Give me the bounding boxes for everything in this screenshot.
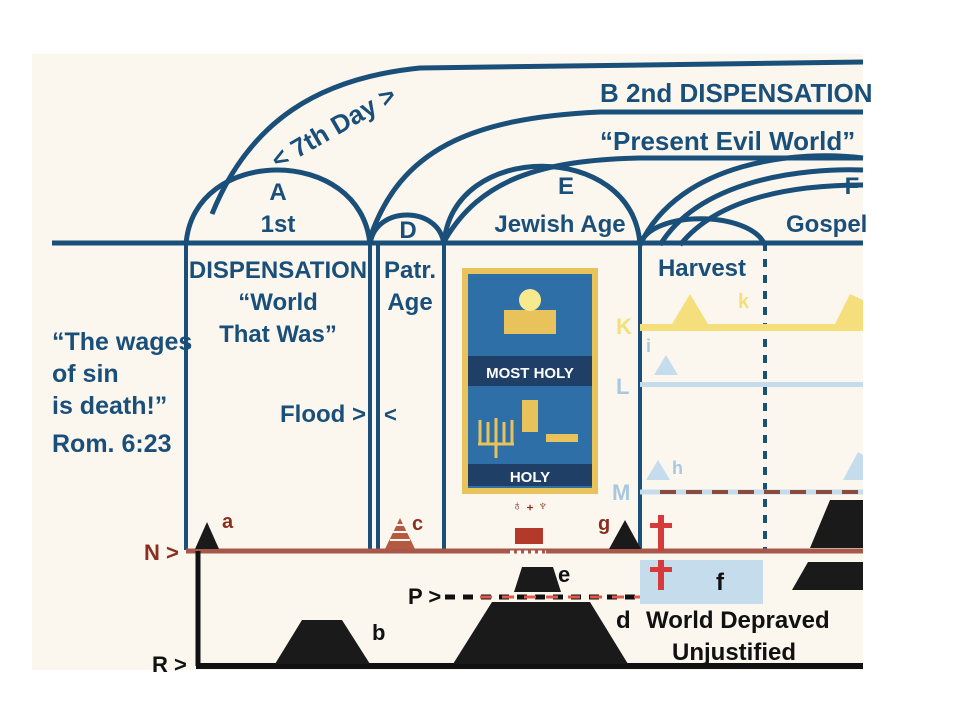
world-depraved-line1: World Depraved <box>646 607 830 634</box>
arch-patriarchal <box>367 212 447 246</box>
light-pyramid-i <box>654 355 678 375</box>
patriarchal-line1: Patr. <box>384 257 436 284</box>
quote-reference: Rom. 6:23 <box>52 430 171 458</box>
second-dispensation-title: B 2nd DISPENSATION <box>600 78 873 108</box>
age-a-name: 1st <box>261 211 296 238</box>
menorah <box>478 418 514 458</box>
marker-b: b <box>372 620 385 645</box>
ark-of-covenant <box>504 310 556 334</box>
pyramid-c <box>385 518 415 549</box>
plane-m-label: M <box>612 480 630 505</box>
light-pyramid-h <box>646 460 670 480</box>
plane-n-label: N > <box>144 540 179 565</box>
plane-k-line <box>640 324 863 331</box>
present-evil-world-arc <box>442 155 863 242</box>
marker-k: k <box>738 291 750 313</box>
glow-pyramid-k-2 <box>835 294 863 324</box>
holy-label: HOLY <box>510 469 550 486</box>
marker-a: a <box>222 511 234 533</box>
plane-p-label: P > <box>408 584 441 609</box>
arch-gospel-age <box>637 153 864 247</box>
first-dispensation-line1: DISPENSATION <box>189 257 367 284</box>
altar <box>515 528 543 544</box>
flood-label: Flood > <box>280 401 366 428</box>
glow-pyramid-k <box>672 294 708 324</box>
age-dividers <box>184 243 642 550</box>
shekinah-glory <box>519 289 541 311</box>
age-d-letter: D <box>399 217 416 244</box>
quote-line3: is death!” <box>52 392 167 420</box>
present-evil-world: “Present Evil World” <box>600 126 855 156</box>
tabernacle-panel <box>462 268 598 494</box>
pyramid-a <box>195 522 219 549</box>
cross-upper-vertical <box>658 515 664 551</box>
pyramid-g <box>609 520 641 549</box>
cross-lower-horizontal <box>650 567 672 572</box>
pyramid-right-large <box>810 500 863 548</box>
harvest-label: Harvest <box>658 255 746 282</box>
arch-jewish-age <box>441 163 643 246</box>
world-depraved-line2: Unjustified <box>672 639 796 666</box>
marker-i: i <box>646 336 651 356</box>
cross-lower-vertical <box>658 560 664 590</box>
altar-symbols: ♁ ₊ ♆ <box>512 497 548 513</box>
quote-line2: of sin <box>52 360 119 388</box>
age-f-letter: F <box>845 173 860 200</box>
patriarchal-line2: Age <box>387 289 432 316</box>
cross-upper-horizontal <box>650 523 672 528</box>
plane-r-label: R > <box>152 652 187 677</box>
plane-l-line <box>640 382 863 387</box>
age-f-name: Gospel <box>786 211 867 238</box>
marker-f: f <box>716 569 725 596</box>
pyramid-e <box>514 567 561 592</box>
holy-divider <box>468 464 592 486</box>
marker-e: e <box>558 562 570 587</box>
pyramid-b <box>275 620 370 664</box>
pyramid-right-lower <box>792 562 863 590</box>
first-dispensation-line2: “World <box>238 289 318 316</box>
harvest-glow <box>646 294 863 480</box>
pyramid-c-striped <box>385 518 415 549</box>
incense-altar <box>522 400 538 432</box>
marker-c: c <box>412 513 423 535</box>
pyramid-d <box>453 602 628 664</box>
age-e-letter: E <box>558 173 574 200</box>
age-a-letter: A <box>269 179 286 206</box>
second-dispensation-arc <box>367 109 863 239</box>
quote-line1: “The wages <box>52 328 192 356</box>
most-holy-divider <box>468 356 592 386</box>
arch-harvest <box>637 216 768 247</box>
most-holy-label: MOST HOLY <box>486 365 574 382</box>
cross-upper <box>650 515 672 551</box>
flood-marker: < <box>384 402 397 427</box>
age-e-name: Jewish Age <box>494 211 625 238</box>
marker-h: h <box>672 458 683 478</box>
marker-d: d <box>616 607 631 634</box>
arch-gospel-inner-2 <box>678 182 864 247</box>
cross-lower <box>650 560 672 590</box>
light-pyramid-right <box>843 452 863 480</box>
age-arches <box>183 153 864 247</box>
plane-k-label: K <box>616 314 632 339</box>
first-dispensation-line3: That Was” <box>219 321 337 348</box>
arch-first-dispensation <box>183 167 373 246</box>
plane-l-label: L <box>616 374 629 399</box>
table-of-shewbread <box>546 434 578 442</box>
marker-g: g <box>598 513 610 535</box>
